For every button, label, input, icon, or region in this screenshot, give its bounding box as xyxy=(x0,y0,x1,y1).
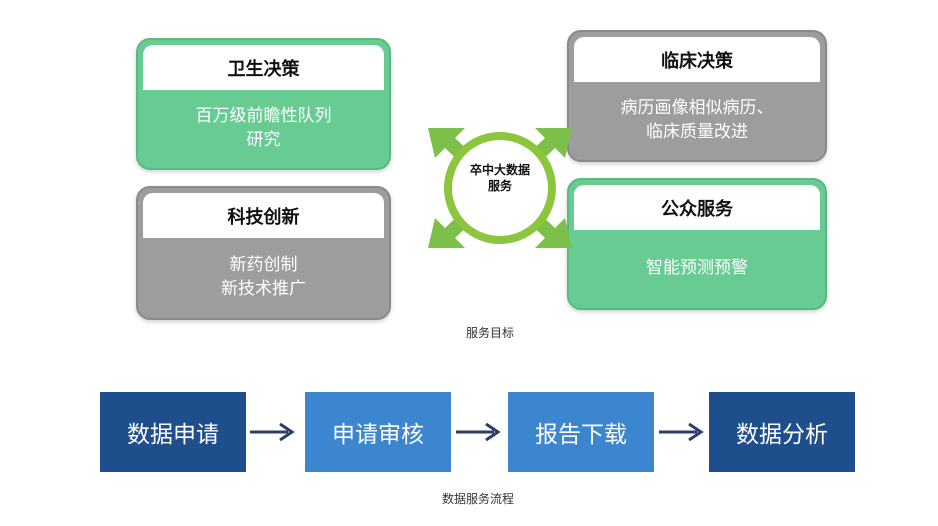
card-line: 百万级前瞻性队列 xyxy=(195,105,332,126)
hub-ring xyxy=(444,132,556,244)
card-line: 智能预测预警 xyxy=(646,257,748,278)
step-data-application: 数据申请 xyxy=(100,392,246,472)
hub-label: 卒中大数据 服务 xyxy=(450,162,550,194)
card-line: 新技术推广 xyxy=(221,278,306,299)
card-body: 智能预测预警 xyxy=(579,235,815,300)
hub-diagram xyxy=(428,128,572,248)
card-clinical-decision: 临床决策 病历画像相似病历、 临床质量改进 xyxy=(567,30,827,162)
card-title: 科技创新 xyxy=(143,193,384,238)
data-flow-caption: 数据服务流程 xyxy=(441,492,514,506)
card-line: 临床质量改进 xyxy=(646,121,748,142)
card-line: 研究 xyxy=(246,129,281,150)
step-data-analysis: 数据分析 xyxy=(709,392,855,472)
card-body: 百万级前瞻性队列 研究 xyxy=(148,95,379,160)
card-health-decision: 卫生决策 百万级前瞻性队列 研究 xyxy=(136,38,391,170)
card-public-service: 公众服务 智能预测预警 xyxy=(567,178,827,310)
card-tech-innovation: 科技创新 新药创制 新技术推广 xyxy=(136,186,391,320)
flow-arrow-icon xyxy=(659,422,704,442)
hub-label-line: 卒中大数据 xyxy=(469,163,530,177)
card-title: 临床决策 xyxy=(574,37,820,82)
step-report-download: 报告下载 xyxy=(508,392,654,472)
flow-arrow-icon xyxy=(250,422,295,442)
card-title: 卫生决策 xyxy=(143,45,384,90)
flow-arrow-icon xyxy=(456,422,501,442)
step-application-review: 申请审核 xyxy=(305,392,451,472)
hub-label-line: 服务 xyxy=(487,179,512,193)
card-body: 新药创制 新技术推广 xyxy=(148,243,379,310)
card-title: 公众服务 xyxy=(574,185,820,230)
service-goals-caption: 服务目标 xyxy=(465,326,514,340)
card-line: 病历画像相似病历、 xyxy=(620,97,774,118)
card-line: 新药创制 xyxy=(229,254,298,275)
card-body: 病历画像相似病历、 临床质量改进 xyxy=(579,87,815,152)
